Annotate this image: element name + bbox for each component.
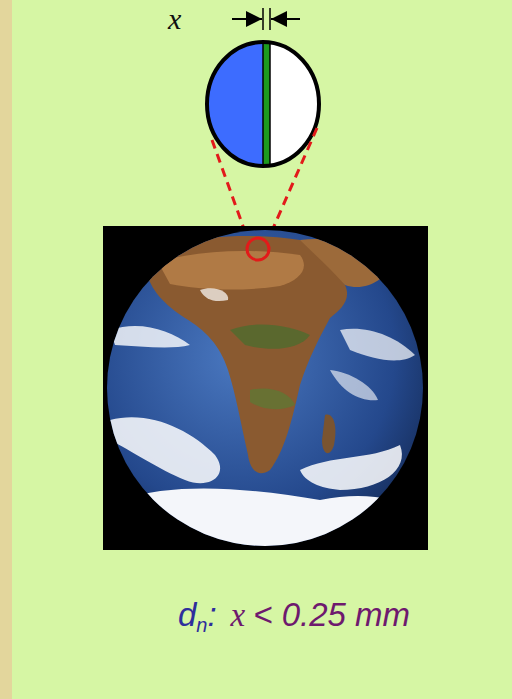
- thickness-label-box: x: [168, 2, 181, 36]
- thickness-arrows: [232, 8, 300, 30]
- thickness-label: x: [168, 2, 181, 35]
- formula-line: dn: x< 0.25 mm: [94, 596, 494, 637]
- dimension-symbol: d: [178, 596, 196, 633]
- zoom-lines: [212, 128, 317, 240]
- dimension-colon: :: [207, 596, 216, 633]
- magnified-view: [200, 38, 333, 173]
- formula-variable: x: [231, 597, 246, 633]
- dimension-subscript: n: [196, 614, 207, 636]
- zoom-circle: [247, 238, 269, 260]
- formula-limit: < 0.25 mm: [253, 596, 410, 633]
- earth-photo: [100, 226, 430, 560]
- side-strip: [0, 0, 12, 699]
